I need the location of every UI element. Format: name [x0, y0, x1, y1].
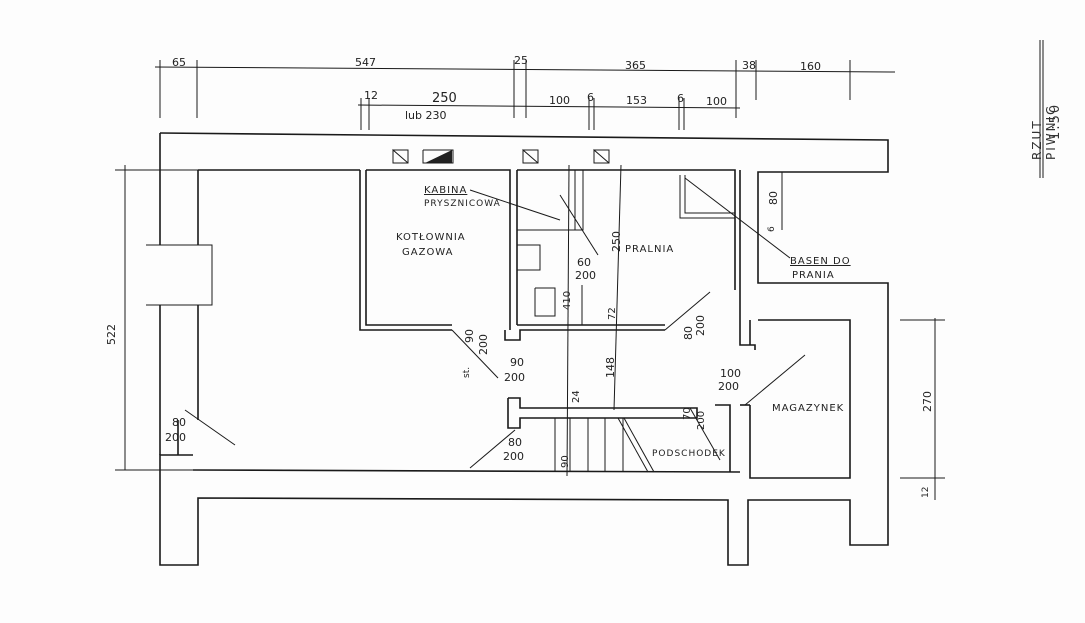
- dim-12: 12: [364, 89, 378, 102]
- inner-wall: [504, 329, 665, 341]
- dim-522: 522: [105, 324, 118, 345]
- dim-100b: 100: [706, 95, 727, 108]
- room-shower-label-1: KABINA: [424, 185, 468, 196]
- basin-label-2: PRANIA: [792, 270, 835, 281]
- door-8-height: 200: [696, 410, 707, 430]
- dim-6-right: 6: [767, 226, 777, 232]
- room-laundry-label: PRALNIA: [625, 244, 675, 255]
- door-4-height: 200: [575, 269, 596, 282]
- shower-wall: [574, 170, 584, 231]
- basin-outline: [684, 175, 735, 214]
- door-7-height: 200: [503, 450, 524, 463]
- stair-wall: [507, 397, 698, 429]
- dim-6b: 6: [677, 92, 684, 105]
- dim-24: 24: [571, 390, 582, 403]
- toilet: [517, 244, 541, 271]
- door-swing: [184, 409, 236, 446]
- window-recess: [146, 244, 213, 306]
- dim-6a: 6: [587, 91, 594, 104]
- dim-100a: 100: [549, 94, 570, 107]
- door-swing: [689, 407, 721, 461]
- dimension-line-second: [357, 104, 741, 109]
- room-shower-label-2: PRYSZNICOWA: [424, 199, 501, 209]
- note-st: st.: [462, 366, 472, 378]
- dimension-line-mid: [566, 164, 570, 477]
- door-3-width: 90: [510, 356, 524, 369]
- inner-wall: [192, 469, 741, 473]
- door-swing: [451, 329, 499, 379]
- basin-leader: [684, 177, 791, 259]
- dim-250: 250: [432, 91, 457, 106]
- door-2-width: 90: [463, 329, 476, 343]
- door-1-width: 80: [172, 416, 186, 429]
- inner-wall: [739, 170, 756, 350]
- dim-250-vertical: 250: [610, 231, 623, 252]
- dim-547: 547: [355, 56, 376, 69]
- room-boiler-label-2: GAZOWA: [402, 247, 454, 258]
- boiler-flue-icon: [425, 150, 452, 163]
- door-4-width: 60: [577, 256, 591, 269]
- dim-365: 365: [625, 59, 646, 72]
- door-2-height: 200: [477, 334, 490, 355]
- inner-wall: [365, 170, 452, 326]
- dim-65: 65: [172, 56, 186, 69]
- door-swing: [469, 429, 516, 469]
- dim-160: 160: [800, 60, 821, 73]
- door-1-height: 200: [165, 431, 186, 444]
- inner-wall: [517, 169, 736, 290]
- dim-80-right: 80: [767, 191, 780, 205]
- door-swing: [559, 194, 599, 256]
- basin-outline: [679, 175, 735, 219]
- inner-wall: [366, 169, 511, 330]
- shower-leader: [469, 189, 561, 221]
- room-understair-label: PODSCHODEK: [652, 449, 726, 459]
- dimension-line-mid: [613, 164, 622, 411]
- dim-72: 72: [607, 307, 618, 320]
- plan-scale: 1:50: [1048, 102, 1063, 140]
- vent-icon: [522, 148, 539, 164]
- stair-rail: [623, 417, 655, 473]
- door-3-height: 200: [504, 371, 525, 384]
- inner-wall: [359, 170, 452, 331]
- stair-wall: [715, 404, 731, 472]
- dim-38: 38: [742, 59, 756, 72]
- dim-12-right: 12: [921, 486, 931, 498]
- dim-270: 270: [921, 391, 934, 412]
- dimension-line-top: [154, 66, 896, 73]
- door-8-width: 70: [682, 407, 693, 420]
- sink: [534, 287, 556, 317]
- basin-label-1: BASEN DO: [790, 256, 851, 267]
- outer-wall: [159, 132, 889, 566]
- room-storage-label: MAGAZYNEK: [772, 403, 845, 414]
- room-boiler-label-1: KOTŁOWNIA: [396, 232, 466, 243]
- storage-wall: [749, 319, 851, 479]
- door-swing: [664, 291, 711, 331]
- dim-25: 25: [514, 54, 528, 67]
- door-5-width: 80: [682, 326, 695, 340]
- door-swing: [744, 354, 806, 406]
- dim-153: 153: [626, 94, 647, 107]
- vent-icon: [392, 148, 409, 164]
- door-7-width: 80: [508, 436, 522, 449]
- dim-148: 148: [604, 357, 617, 378]
- dim-410: 410: [562, 290, 573, 310]
- stair-rail: [617, 417, 649, 473]
- door-6-width: 100: [720, 367, 741, 380]
- dim-90: 90: [560, 455, 571, 468]
- vent-icon: [593, 148, 610, 164]
- door-6-height: 200: [718, 380, 739, 393]
- boiler-flue-icon: [422, 149, 454, 164]
- door-5-height: 200: [694, 315, 707, 336]
- dim-alt: lub 230: [405, 109, 447, 122]
